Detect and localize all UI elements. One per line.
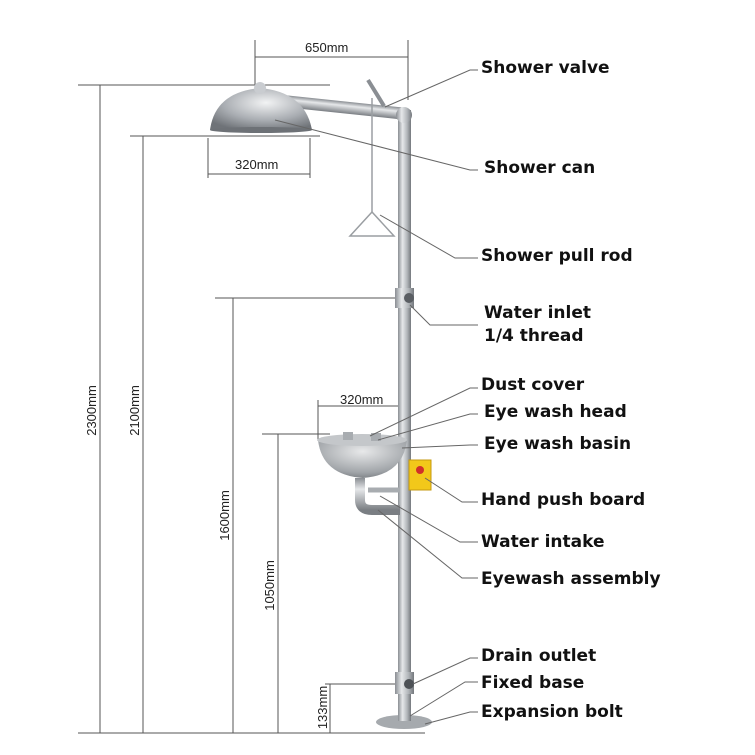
shower-can: [210, 88, 312, 130]
dim-total-height: 2300mm: [83, 385, 99, 436]
fixed-base: [376, 715, 432, 729]
dim-basin-width: 320mm: [340, 392, 384, 407]
dim-basin-height: 1050mm: [261, 560, 277, 611]
callout-water-inlet: Water inlet 1/4 thread: [484, 303, 591, 347]
callout-fixed-base: Fixed base: [481, 673, 585, 693]
dim-water-inlet-height: 1600mm: [216, 490, 232, 541]
callout-shower-pull-rod: Shower pull rod: [481, 246, 633, 266]
callout-expansion-bolt: Expansion bolt: [481, 702, 623, 722]
callout-eye-wash-basin: Eye wash basin: [484, 434, 632, 454]
dimension-lines: [78, 40, 425, 734]
pull-rod-triangle: [348, 210, 396, 237]
main-pole: [398, 110, 411, 720]
dim-shower-can-height: 2100mm: [126, 385, 142, 436]
leader-lines: [274, 69, 478, 725]
callout-shower-can: Shower can: [484, 158, 596, 178]
callout-water-intake: Water intake: [481, 532, 605, 552]
hand-push-board: [408, 459, 432, 491]
arm-elbow: [396, 107, 412, 123]
callout-eye-wash-head: Eye wash head: [484, 402, 627, 422]
dim-shower-can-diameter: 320mm: [235, 157, 279, 172]
callout-hand-push-board: Hand push board: [481, 490, 646, 510]
eye-wash-basin: [318, 440, 407, 478]
dim-drain-outlet-height: 133mm: [315, 685, 331, 730]
callout-shower-valve: Shower valve: [481, 58, 610, 78]
dim-arm-reach: 650mm: [305, 40, 349, 55]
callout-eyewash-assembly: Eyewash assembly: [481, 569, 661, 589]
callout-drain-outlet: Drain outlet: [481, 646, 597, 666]
callout-dust-cover: Dust cover: [481, 375, 585, 395]
callout-water-inlet-line1: Water inlet: [484, 303, 591, 323]
callout-water-inlet-line2: 1/4 thread: [484, 326, 584, 347]
